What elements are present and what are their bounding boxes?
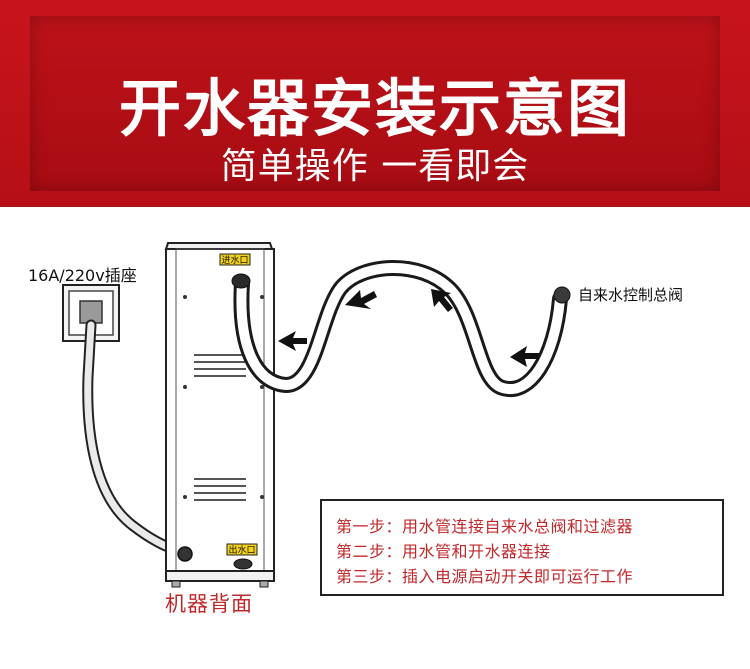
step-3: 第三步：插入电源启动开关即可运行工作 xyxy=(336,567,634,586)
vent-top xyxy=(194,354,246,377)
outlet-label: 出水口 xyxy=(228,544,255,556)
arrow-up-left-icon xyxy=(345,290,377,309)
machine-caption: 机器背面 xyxy=(165,592,253,616)
inlet-label: 进水口 xyxy=(221,254,248,266)
water-hose xyxy=(233,260,568,397)
header-banner xyxy=(0,0,750,207)
page-subtitle: 简单操作 一看即会 xyxy=(220,146,530,187)
arrow-left-icon xyxy=(278,331,307,351)
power-port-icon xyxy=(177,546,193,562)
header-banner-panel xyxy=(30,16,720,191)
step-1: 第一步：用水管连接自来水总阀和过滤器 xyxy=(336,517,634,536)
flow-arrows xyxy=(278,289,539,367)
valve-label: 自来水控制总阀 xyxy=(578,286,684,304)
step-2: 第二步：用水管和开水器连接 xyxy=(336,542,551,561)
inlet-port-icon xyxy=(231,273,251,289)
page-title: 开水器安装示意图 xyxy=(118,72,631,145)
outlet-label-badge xyxy=(226,543,258,556)
socket-label: 16A/220v插座 xyxy=(28,266,137,285)
water-valve-icon xyxy=(553,286,571,304)
inlet-label-badge xyxy=(219,253,251,266)
water-boiler-back xyxy=(164,242,275,588)
power-cord xyxy=(82,319,190,559)
vent-bottom xyxy=(194,478,246,501)
arrow-down-left-icon xyxy=(431,289,453,312)
steps-box: 第一步：用水管连接自来水总阀和过滤器 第二步：用水管和开水器连接 第三步：插入电… xyxy=(320,499,724,596)
arrow-left-icon xyxy=(510,346,539,367)
installation-diagram: 进水口 出水口 xyxy=(62,242,571,588)
outlet-valve-icon xyxy=(233,558,253,570)
